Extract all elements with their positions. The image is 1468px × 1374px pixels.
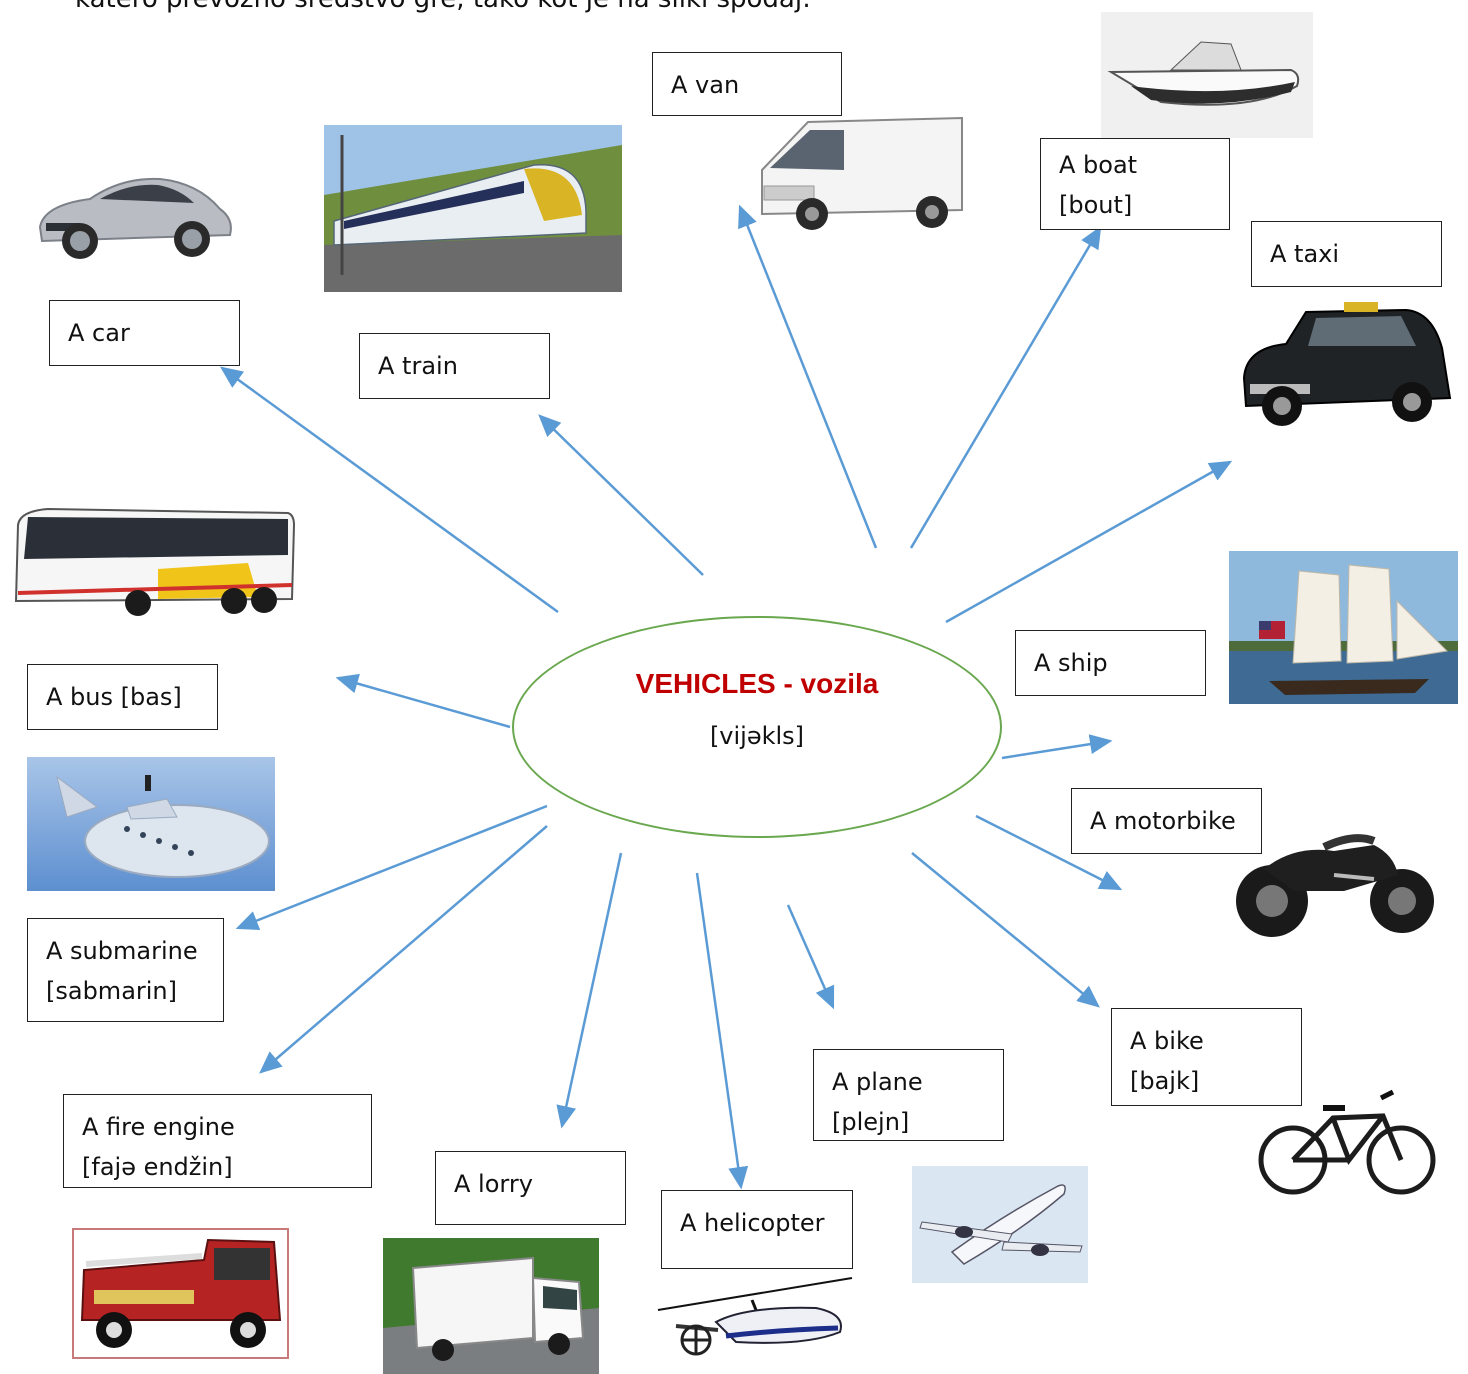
arrow-submarine	[235, 804, 548, 930]
arrow-bus	[335, 673, 511, 729]
label-van-text: A van	[671, 71, 740, 99]
label-car: A car	[49, 300, 240, 366]
submarine-image	[27, 757, 275, 891]
arrow-plane	[786, 904, 835, 1010]
label-helicopter: A helicopter	[661, 1190, 853, 1269]
label-boat-text: A boat	[1059, 151, 1138, 179]
arrow-bike	[911, 852, 1100, 1008]
taxi-image	[1236, 298, 1456, 436]
label-taxi-text: A taxi	[1270, 240, 1340, 268]
label-helicopter-text: A helicopter	[680, 1209, 825, 1237]
arrow-boat	[909, 225, 1102, 549]
ship-image	[1229, 551, 1458, 704]
arrow-car	[219, 366, 559, 614]
label-ship-text: A ship	[1034, 649, 1108, 677]
lorry-image	[383, 1238, 599, 1374]
label-submarine-pron: [sabmarin]	[46, 977, 178, 1005]
label-submarine-text: A submarine	[46, 937, 198, 965]
label-lorry: A lorry	[435, 1151, 626, 1225]
label-bus-text: A bus [bas]	[46, 683, 182, 711]
label-plane: A plane [plejn]	[813, 1049, 1004, 1141]
label-plane-text: A plane	[832, 1068, 923, 1096]
label-train-text: A train	[378, 352, 458, 380]
arrow-motorbike	[975, 814, 1123, 891]
arrow-helicopter	[695, 872, 749, 1190]
arrow-van	[738, 204, 878, 549]
label-ship: A ship	[1015, 630, 1206, 696]
arrow-train	[538, 414, 704, 576]
label-motorbike-text: A motorbike	[1090, 807, 1236, 835]
arrow-ship	[1001, 734, 1113, 760]
helicopter-image	[656, 1270, 856, 1374]
central-topic-ellipse: VEHICLES - vozila [vijəkls]	[512, 616, 1002, 838]
label-bus: A bus [bas]	[27, 664, 218, 730]
label-boat-pron: [bout]	[1059, 191, 1133, 219]
label-bike-text: A bike	[1130, 1027, 1204, 1055]
label-boat: A boat [bout]	[1040, 138, 1230, 230]
label-plane-pron: [plejn]	[832, 1108, 910, 1136]
car-image	[30, 165, 238, 265]
label-car-text: A car	[68, 319, 130, 347]
label-motorbike: A motorbike	[1071, 788, 1262, 854]
label-fire-engine-pron: [fajə endžin]	[82, 1153, 233, 1181]
bike-image	[1253, 1086, 1441, 1198]
label-fire-engine-text: A fire engine	[82, 1113, 235, 1141]
arrow-fire-engine	[259, 825, 548, 1074]
arrow-taxi	[945, 460, 1233, 624]
label-taxi: A taxi	[1251, 221, 1442, 287]
motorbike-image	[1224, 795, 1442, 945]
boat-image	[1101, 12, 1313, 138]
plane-image	[912, 1166, 1088, 1283]
arrow-lorry	[556, 852, 623, 1129]
label-bike-pron: [bajk]	[1130, 1067, 1200, 1095]
label-train: A train	[359, 333, 550, 399]
label-bike: A bike [bajk]	[1111, 1008, 1302, 1106]
label-lorry-text: A lorry	[454, 1170, 533, 1198]
intro-text: katero prevozno sredstvo gre, tako kot j…	[75, 0, 811, 14]
van-image	[752, 110, 970, 238]
central-title: VEHICLES - vozila	[635, 668, 879, 699]
bus-image	[8, 505, 295, 618]
label-van: A van	[652, 52, 842, 116]
central-pronunciation: [vijəkls]	[709, 722, 805, 750]
fire-engine-image	[72, 1228, 289, 1359]
train-image	[324, 125, 622, 292]
label-fire-engine: A fire engine [fajə endžin]	[63, 1094, 372, 1188]
label-submarine: A submarine [sabmarin]	[27, 918, 224, 1022]
